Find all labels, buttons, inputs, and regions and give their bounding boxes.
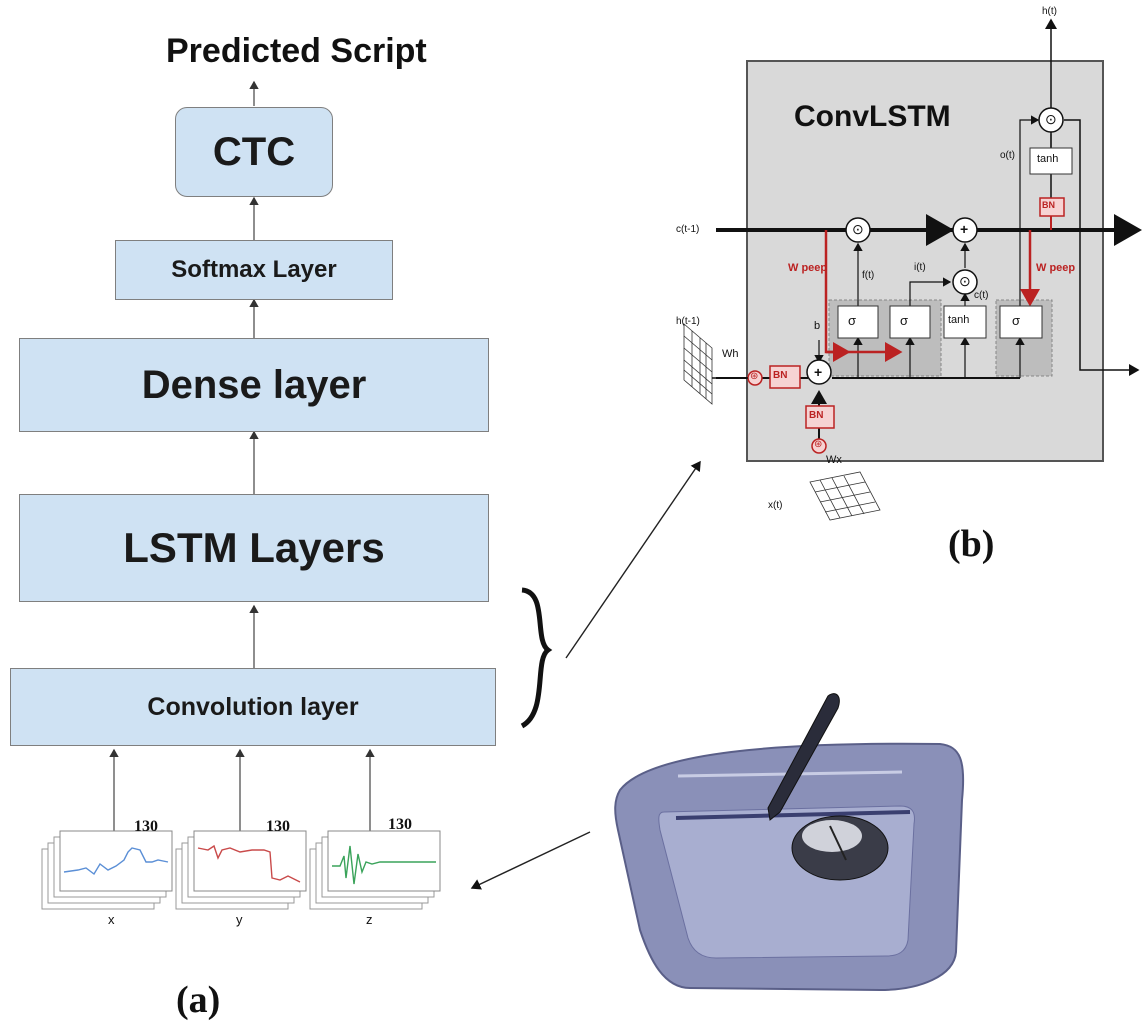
bn-hidden: BN bbox=[773, 370, 788, 381]
w-h-label: Wh bbox=[722, 348, 739, 360]
o-gate-label: o(t) bbox=[1000, 150, 1015, 161]
sigma-forget-gate: σ bbox=[848, 313, 857, 328]
mult-op-forget: ⊙ bbox=[852, 221, 864, 237]
w-peep-label-1: W peep bbox=[788, 262, 828, 274]
arrow-tablet-to-signals bbox=[470, 831, 591, 890]
lstm-layer: LSTM Layers bbox=[19, 494, 489, 602]
dense-layer: Dense layer bbox=[19, 338, 489, 432]
mult-op-input: ⊙ bbox=[959, 273, 971, 289]
sigma-input-gate: σ bbox=[900, 313, 909, 328]
signal-y-axis-label: y bbox=[236, 912, 243, 927]
plus-op-gates: + bbox=[814, 364, 823, 380]
softmax-layer-label: Softmax Layer bbox=[171, 256, 337, 283]
dense-layer-label: Dense layer bbox=[141, 362, 367, 407]
h-out-label: h(t) bbox=[1042, 6, 1057, 17]
w-peep-label-2: W peep bbox=[1036, 262, 1076, 274]
tanh-candidate: tanh bbox=[948, 314, 970, 326]
input-grid bbox=[809, 471, 881, 521]
signal-z-stack bbox=[309, 830, 441, 910]
tanh-output: tanh bbox=[1037, 153, 1059, 165]
caption-a: (a) bbox=[176, 979, 221, 1021]
i-gate-label: i(t) bbox=[914, 262, 926, 273]
signal-y-count: 130 bbox=[266, 818, 290, 835]
x-in-label: x(t) bbox=[768, 500, 783, 511]
h-prev-label: h(t-1) bbox=[676, 316, 700, 327]
conv-op-input: ⊛ bbox=[814, 439, 823, 450]
bn-input: BN bbox=[809, 410, 824, 421]
c-tilde-label: c(t) bbox=[974, 290, 989, 301]
caption-b: (b) bbox=[948, 523, 995, 565]
signal-x-axis-label: x bbox=[108, 912, 115, 927]
pen-tablet-image bbox=[614, 693, 965, 992]
plus-op-cell: + bbox=[960, 221, 969, 237]
mult-op-output: ⊙ bbox=[1045, 111, 1057, 127]
signal-y-line bbox=[197, 844, 301, 883]
hidden-output-line bbox=[1064, 119, 1140, 376]
f-gate-label: f(t) bbox=[862, 270, 875, 281]
signal-z-axis-label: z bbox=[366, 912, 373, 927]
bias-label: b bbox=[814, 320, 821, 332]
convlstm-title: ConvLSTM bbox=[794, 100, 951, 133]
signal-x-line bbox=[63, 847, 169, 876]
ctc-layer-label: CTC bbox=[212, 129, 296, 174]
lstm-layer-label: LSTM Layers bbox=[123, 524, 385, 571]
convolution-layer-label: Convolution layer bbox=[147, 692, 359, 721]
c-prev-label: c(t-1) bbox=[676, 224, 700, 235]
arrow-brace-to-convlstm bbox=[565, 460, 701, 659]
conv-op-hidden: ⊛ bbox=[750, 371, 759, 382]
softmax-layer: Softmax Layer bbox=[115, 240, 393, 300]
signal-x-count: 130 bbox=[134, 818, 158, 835]
w-x-label: Wx bbox=[826, 454, 842, 466]
hidden-state-grid bbox=[683, 323, 713, 405]
convolution-layer: Convolution layer bbox=[10, 668, 496, 746]
signal-z-count: 130 bbox=[388, 816, 412, 833]
output-label: Predicted Script bbox=[166, 32, 427, 70]
ctc-layer: CTC bbox=[175, 107, 333, 197]
signal-x-stack bbox=[41, 830, 173, 910]
bn-output: BN bbox=[1042, 200, 1055, 210]
curly-brace bbox=[520, 587, 553, 729]
sigma-output-gate: σ bbox=[1012, 313, 1021, 328]
signal-z-line bbox=[332, 845, 436, 885]
signal-y-stack bbox=[175, 830, 307, 910]
